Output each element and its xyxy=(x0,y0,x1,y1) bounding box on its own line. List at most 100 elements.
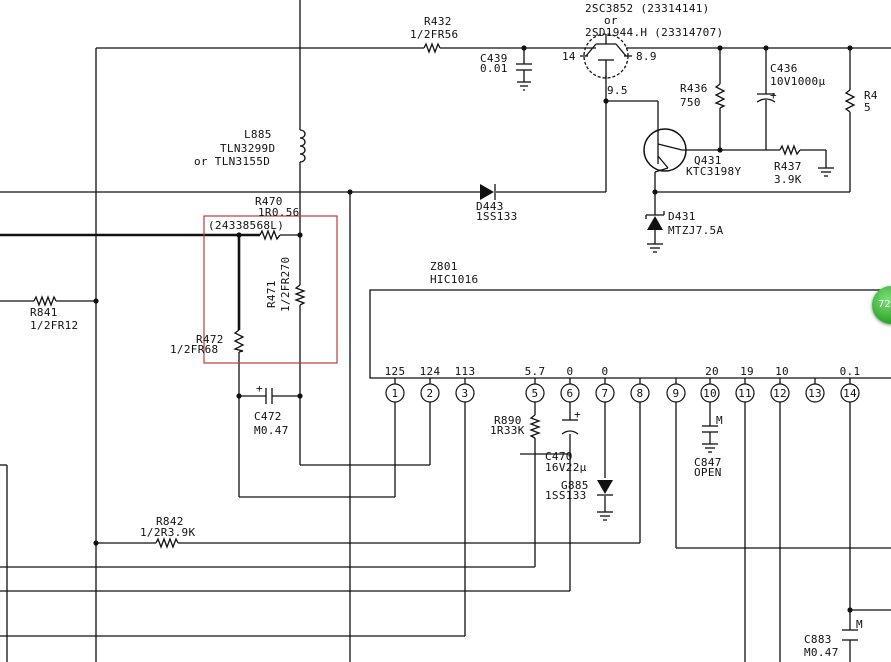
r470-code: (24338568L) xyxy=(208,219,284,232)
q-upper-pin14: 14 xyxy=(562,50,576,63)
pin-voltage-7: 0 xyxy=(602,365,609,378)
c847-name: C847 xyxy=(694,456,722,469)
diode-g885-symbol xyxy=(597,480,613,521)
c883-name: C883 xyxy=(804,633,832,646)
c439-value: 0.01 xyxy=(480,62,508,75)
resistor-r437-symbol xyxy=(779,144,801,156)
r471-name: R471 xyxy=(265,280,278,308)
r432-value: 1/2FR56 xyxy=(410,28,458,41)
d443-value: 1SS133 xyxy=(476,210,518,223)
pin-voltage-10: 20 xyxy=(705,365,719,378)
r890-value: 1R33K xyxy=(490,424,525,437)
q-upper-label-2: or xyxy=(604,14,618,27)
pin-voltage-14: 0.1 xyxy=(840,365,861,378)
r841-value: 1/2FR12 xyxy=(30,319,78,332)
c472-value: M0.47 xyxy=(254,424,289,437)
r-cut-value: 5 xyxy=(864,101,871,114)
r472-value: 1/2FR68 xyxy=(170,343,218,356)
ic-pin-10 xyxy=(700,383,720,403)
ic-pin-3 xyxy=(455,383,475,403)
pin-number-12: 12 xyxy=(773,387,787,400)
r890-name: R890 xyxy=(494,414,522,427)
r437-name: R437 xyxy=(774,160,802,173)
r841-name: R841 xyxy=(30,306,58,319)
ic-pin-7 xyxy=(595,383,615,403)
ic-z801-outline xyxy=(369,289,891,379)
r471-value: 1/2FR270 xyxy=(279,257,292,312)
ic-pin-numbers: 1 2 3 5 6 7 8 9 10 11 12 13 14 xyxy=(392,387,857,400)
pin-number-6: 6 xyxy=(567,387,574,400)
g885-value: 1SS133 xyxy=(545,489,587,502)
ic-pin-2 xyxy=(420,383,440,403)
pin-voltage-1: 125 xyxy=(385,365,406,378)
ic-pin-14 xyxy=(840,383,860,403)
capacitor-c472-symbol xyxy=(265,388,273,404)
c470-value: 16V22µ xyxy=(545,461,587,474)
d443-name: D443 xyxy=(476,200,504,213)
c470-name: C470 xyxy=(545,450,573,463)
capacitor-c470-symbol xyxy=(561,419,579,435)
r842-value: 1/2R3.9K xyxy=(140,526,195,539)
ic-pin-11 xyxy=(735,383,755,403)
resistor-r472-symbol xyxy=(233,329,245,353)
ic-pin-9 xyxy=(666,383,686,403)
component-labels: 2SC3852 (23314141) or 2SD1944.H (2331470… xyxy=(30,2,878,659)
q-upper-voltage-1: 8.9 xyxy=(636,50,657,63)
zoom-badge[interactable]: 72 xyxy=(872,286,891,324)
pin-voltage-12: 10 xyxy=(775,365,789,378)
capacitor-c436-symbol xyxy=(756,93,776,103)
r472-name: R472 xyxy=(196,333,224,346)
l885-name: L885 xyxy=(244,128,272,141)
inductor-l885-symbol xyxy=(299,129,306,163)
pin-voltage-6: 0 xyxy=(567,365,574,378)
resistor-r890-symbol xyxy=(529,414,541,439)
c847-value: OPEN xyxy=(694,466,722,479)
pin-number-1: 1 xyxy=(392,387,399,400)
resistor-r470-symbol xyxy=(259,229,281,241)
capacitor-c883-symbol xyxy=(842,629,858,641)
q-upper-label-3: 2SD1944.H (23314707) xyxy=(585,26,723,39)
pin-number-10: 10 xyxy=(703,387,717,400)
z801-name: Z801 xyxy=(430,260,458,273)
pin-number-13: 13 xyxy=(808,387,822,400)
r437-value: 3.9K xyxy=(774,173,802,186)
transistor-q431-symbol xyxy=(643,101,687,173)
resistor-r841-symbol xyxy=(33,295,57,307)
r470-value: 1R0.56 xyxy=(258,206,300,219)
pin-number-5: 5 xyxy=(532,387,539,400)
z801-value: HIC1016 xyxy=(430,273,478,286)
c847-m: M xyxy=(716,414,723,427)
ic-pin-12 xyxy=(770,383,790,403)
q-upper-label-1: 2SC3852 (23314141) xyxy=(585,2,710,15)
ic-pin-group xyxy=(385,378,860,403)
transistor-upper-symbol xyxy=(580,33,632,79)
c470-plus: + xyxy=(574,408,581,421)
resistor-r471-symbol xyxy=(294,284,306,306)
highlight-selection-box[interactable] xyxy=(203,215,338,364)
diode-d443-symbol xyxy=(480,184,496,200)
r-cut-name: R4 xyxy=(864,89,878,102)
c436-plus: + xyxy=(770,89,777,102)
c436-name: C436 xyxy=(770,62,798,75)
resistor-r436-symbol xyxy=(714,83,726,109)
pin-number-2: 2 xyxy=(427,387,434,400)
ic-pin-1 xyxy=(385,383,405,403)
c472-name: C472 xyxy=(254,410,282,423)
resistor-r842-symbol xyxy=(155,537,179,549)
r470-name: R470 xyxy=(255,195,283,208)
g885-name: G885 xyxy=(561,479,589,492)
r842-name: R842 xyxy=(156,515,184,528)
pin-voltage-11: 19 xyxy=(740,365,754,378)
pin-number-8: 8 xyxy=(637,387,644,400)
c436-value: 10V1000µ xyxy=(770,75,825,88)
r436-name: R436 xyxy=(680,82,708,95)
ic-pin-6 xyxy=(560,383,580,403)
ic-pin-voltages: 125 124 113 5.7 0 0 20 19 10 0.1 xyxy=(385,365,861,378)
r432-name: R432 xyxy=(424,15,452,28)
pin-voltage-2: 124 xyxy=(420,365,441,378)
c472-plus: + xyxy=(256,382,263,395)
q431-value: KTC3198Y xyxy=(686,165,741,178)
l885-value-2: or TLN3155D xyxy=(194,155,270,168)
